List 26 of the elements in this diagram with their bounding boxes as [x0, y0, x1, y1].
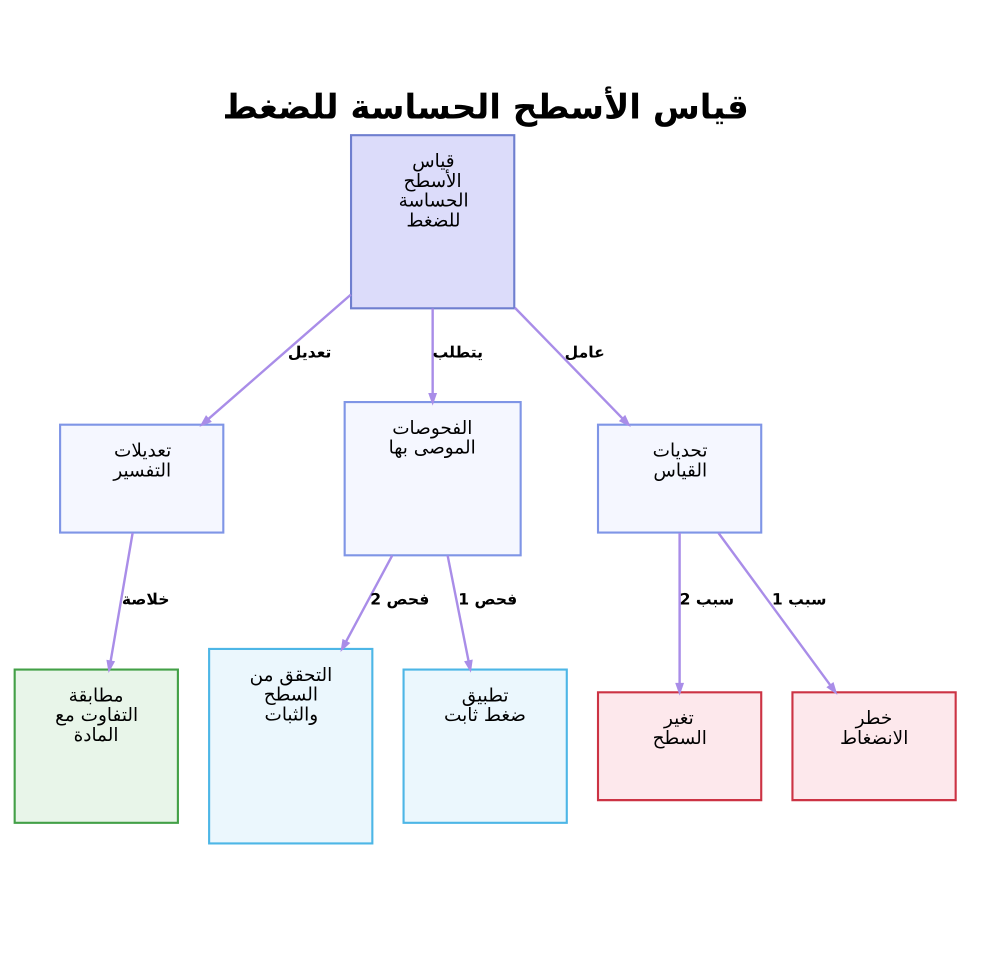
node-box: مطابقة التفاوت مع المادة [13, 668, 178, 824]
diagram-title: قياس الأسطح الحساسة للضغط [222, 86, 748, 127]
arrow [198, 293, 352, 426]
edge-label: تعديل [287, 343, 331, 362]
node-box: خطر الانضغاط [790, 690, 956, 801]
arrow [340, 554, 393, 652]
arrow [446, 554, 472, 672]
edge-label: فحص 1 [458, 590, 517, 608]
arrow [106, 532, 134, 672]
node-box: التحقق من السطح والثبات [208, 647, 373, 844]
node-box: تحديات القياس [596, 423, 762, 534]
node-box: تطبيق ضغط ثابت [402, 668, 568, 824]
node-box: قياس الأسطح الحساسة للضغط [349, 134, 515, 309]
node-box: الفحوصات الموصى بها [343, 400, 522, 556]
edge-label: عامل [564, 343, 604, 362]
node-box: تغير السطح [596, 690, 762, 801]
arrow [514, 306, 630, 427]
node-box: تعديلات التفسير [58, 423, 224, 534]
edge-label: فحص 2 [370, 590, 429, 608]
arrow [674, 532, 684, 696]
arrow [717, 532, 837, 694]
edge-label: سبب 2 [679, 590, 734, 608]
arrow [428, 308, 437, 406]
edge-label: خلاصة [121, 590, 169, 608]
edge-label: يتطلب [432, 343, 482, 362]
edge-label: سبب 1 [771, 590, 826, 608]
